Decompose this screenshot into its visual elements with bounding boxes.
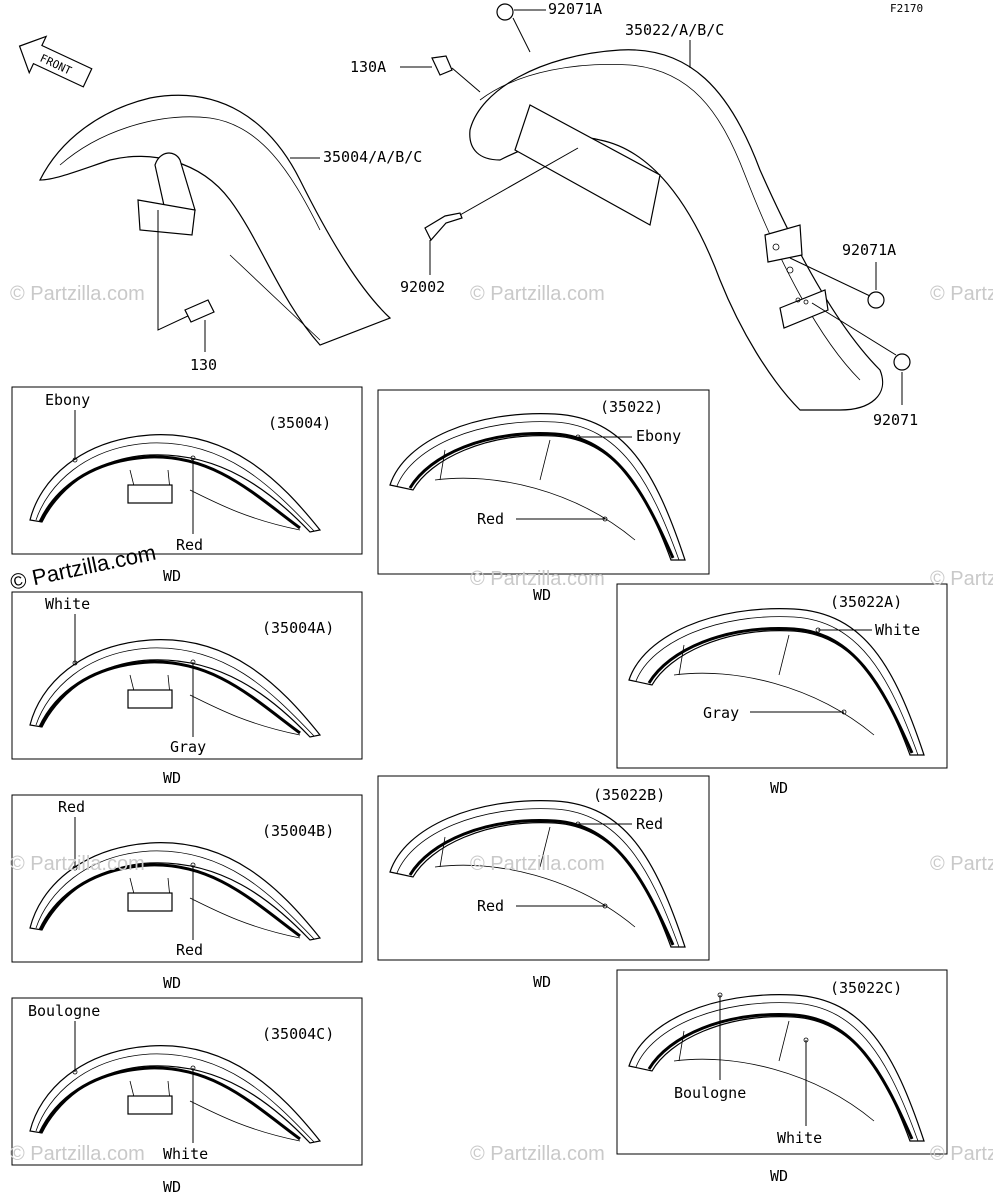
variant-stripe: Red [636, 815, 663, 833]
rear-fender-drawing [424, 3, 911, 411]
watermark: © Partzilla.com [930, 568, 993, 590]
variant-market: WD [163, 769, 181, 787]
front-fender-drawing [39, 94, 392, 346]
rear-variant-35022a: (35022A) White Gray WD [616, 583, 948, 797]
variant-part: (35004) [268, 414, 331, 432]
watermark: © Partzilla.com [930, 283, 993, 305]
variant-stripe: White [45, 595, 90, 613]
variant-market: WD [163, 1178, 181, 1196]
watermark: © Partzilla.com [930, 853, 993, 875]
variant-stripe: Red [58, 798, 85, 816]
callout-35004: 35004/A/B/C [323, 148, 422, 166]
variant-body: Red [477, 510, 504, 528]
watermark: © Partzilla.com [470, 1143, 605, 1165]
callout-35022: 35022/A/B/C [625, 21, 724, 39]
watermark: © Partzilla.com [10, 1143, 145, 1165]
variant-market: WD [533, 586, 551, 604]
variant-market: WD [163, 974, 181, 992]
callout-92002: 92002 [400, 278, 445, 296]
variant-body: Gray [703, 704, 739, 722]
variant-market: WD [770, 1167, 788, 1185]
variant-stripe: Boulogne [28, 1002, 100, 1020]
variant-body: Red [176, 536, 203, 554]
variant-market: WD [770, 779, 788, 797]
variant-part: (35022A) [830, 593, 902, 611]
rear-variant-35022b: (35022B) Red Red WD [377, 775, 710, 991]
variant-stripe: Ebony [45, 391, 90, 409]
rear-variant-35022c: (35022C) Boulogne White WD [616, 969, 948, 1185]
callout-92071: 92071 [873, 411, 918, 429]
front-variant-35004a: (35004A) White Gray WD [11, 591, 363, 787]
variant-stripe: Ebony [636, 427, 681, 445]
callout-92071a-top: 92071A [548, 0, 602, 18]
variant-stripe: White [875, 621, 920, 639]
variant-body: White [777, 1129, 822, 1147]
rear-variant-35022: (35022) Ebony Red WD [377, 389, 710, 604]
variant-part: (35022) [600, 398, 663, 416]
front-variant-35004c: (35004C) Boulogne White WD [11, 997, 363, 1196]
variant-part: (35022B) [593, 786, 665, 804]
variant-market: WD [163, 567, 181, 585]
figure-code: F2170 [890, 2, 923, 15]
callout-130: 130 [190, 356, 217, 374]
watermark: © Partzilla.com [10, 853, 145, 875]
variant-part: (35004B) [262, 822, 334, 840]
variant-body: Gray [170, 738, 206, 756]
watermark: © Partzilla.com [470, 568, 605, 590]
variant-body: Red [176, 941, 203, 959]
front-variant-35004: (35004) Ebony Red WD [11, 386, 363, 585]
front-arrow-icon: FRONT [18, 35, 93, 88]
variant-body: Red [477, 897, 504, 915]
front-variant-35004b: (35004B) Red Red WD [11, 794, 363, 992]
variant-market: WD [533, 973, 551, 991]
variant-part: (35004A) [262, 619, 334, 637]
watermark: © Partzilla.com [470, 283, 605, 305]
variant-body: White [163, 1145, 208, 1163]
watermark: © Partzilla.com [470, 853, 605, 875]
variant-part: (35004C) [262, 1025, 334, 1043]
variant-stripe: Boulogne [674, 1084, 746, 1102]
watermark: © Partzilla.com [930, 1143, 993, 1165]
callout-92071a-side: 92071A [842, 241, 896, 259]
watermark: © Partzilla.com [10, 283, 145, 305]
callout-130a: 130A [350, 58, 386, 76]
variant-part: (35022C) [830, 979, 902, 997]
